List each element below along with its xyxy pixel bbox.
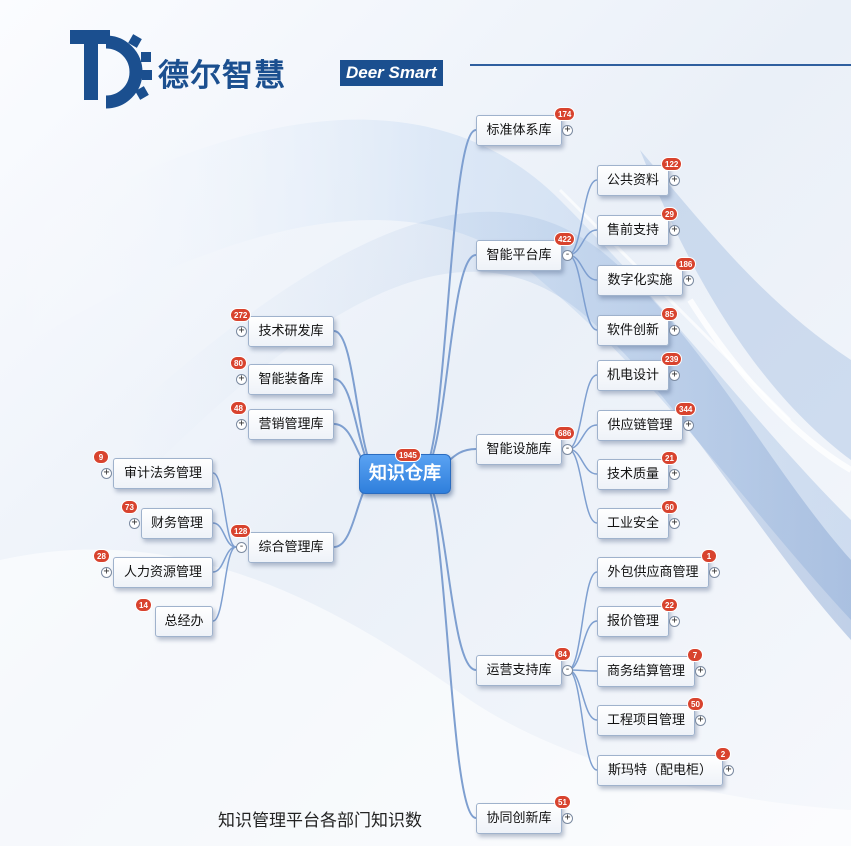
connector-line bbox=[333, 330, 381, 475]
expand-toggle-icon[interactable]: + bbox=[683, 275, 694, 286]
connector-line bbox=[567, 620, 598, 671]
branch-node-yunying[interactable]: 运营支持库 bbox=[476, 655, 562, 686]
expand-toggle-icon[interactable]: + bbox=[669, 325, 680, 336]
expand-toggle-icon[interactable]: + bbox=[695, 666, 706, 677]
leaf-node-renli[interactable]: 人力资源管理 bbox=[113, 557, 213, 588]
expand-toggle-icon[interactable]: + bbox=[101, 567, 112, 578]
expand-toggle-icon[interactable]: + bbox=[669, 225, 680, 236]
leaf-node-zhiliang[interactable]: 技术质量 bbox=[597, 459, 669, 490]
collapse-toggle-icon[interactable]: - bbox=[236, 542, 247, 553]
expand-toggle-icon[interactable]: + bbox=[669, 175, 680, 186]
brand-name-en: Deer Smart bbox=[340, 60, 443, 86]
expand-toggle-icon[interactable]: + bbox=[129, 518, 140, 529]
count-badge: 50 bbox=[687, 697, 704, 711]
count-badge: 239 bbox=[661, 352, 683, 366]
count-badge: 29 bbox=[661, 207, 678, 221]
leaf-node-gonggong[interactable]: 公共资料 bbox=[597, 165, 669, 196]
leaf-node-zongjingban[interactable]: 总经办 bbox=[155, 606, 213, 637]
expand-toggle-icon[interactable]: + bbox=[669, 370, 680, 381]
expand-toggle-icon[interactable]: + bbox=[723, 765, 734, 776]
diagram-caption: 知识管理平台各部门知识数 bbox=[218, 811, 422, 831]
leaf-node-gongcheng[interactable]: 工程项目管理 bbox=[597, 705, 695, 736]
expand-toggle-icon[interactable]: + bbox=[236, 326, 247, 337]
branch-node-xietong[interactable]: 协同创新库 bbox=[476, 803, 562, 834]
leaf-node-anquan[interactable]: 工业安全 bbox=[597, 508, 669, 539]
leaf-node-simate[interactable]: 斯玛特（配电柜） bbox=[597, 755, 723, 786]
connector-line bbox=[419, 129, 477, 475]
leaf-node-waibao[interactable]: 外包供应商管理 bbox=[597, 557, 709, 588]
branch-node-pingtai[interactable]: 智能平台库 bbox=[476, 240, 562, 271]
count-badge: 422 bbox=[554, 232, 576, 246]
count-badge: 21 bbox=[661, 451, 678, 465]
count-badge: 686 bbox=[554, 426, 576, 440]
count-badge: 174 bbox=[554, 107, 576, 121]
leaf-node-jidian[interactable]: 机电设计 bbox=[597, 360, 669, 391]
connector-line bbox=[567, 571, 598, 671]
expand-toggle-icon[interactable]: + bbox=[669, 469, 680, 480]
count-badge: 128 bbox=[230, 524, 252, 538]
count-badge: 48 bbox=[230, 401, 247, 415]
count-badge: 22 bbox=[661, 598, 678, 612]
expand-toggle-icon[interactable]: + bbox=[669, 518, 680, 529]
branch-node-yingxiao[interactable]: 营销管理库 bbox=[248, 409, 334, 440]
count-badge: 84 bbox=[554, 647, 571, 661]
count-badge: 60 bbox=[661, 500, 678, 514]
connector-line bbox=[419, 254, 477, 475]
count-badge: 122 bbox=[661, 157, 683, 171]
leaf-node-jiesuan[interactable]: 商务结算管理 bbox=[597, 656, 695, 687]
brand-name-cn: 德尔智慧 bbox=[158, 58, 286, 94]
count-badge: 9 bbox=[93, 450, 109, 464]
leaf-node-ruanjian[interactable]: 软件创新 bbox=[597, 315, 669, 346]
expand-toggle-icon[interactable]: + bbox=[669, 616, 680, 627]
count-badge: 186 bbox=[675, 257, 697, 271]
count-badge: 85 bbox=[661, 307, 678, 321]
connector-line bbox=[212, 472, 237, 548]
connector-line bbox=[212, 546, 237, 622]
branch-node-biaozhun[interactable]: 标准体系库 bbox=[476, 115, 562, 146]
connector-line bbox=[567, 669, 598, 771]
expand-toggle-icon[interactable]: + bbox=[562, 813, 573, 824]
company-logo: 德尔智慧 Deer Smart bbox=[68, 22, 448, 114]
expand-toggle-icon[interactable]: + bbox=[236, 374, 247, 385]
leaf-node-baojia[interactable]: 报价管理 bbox=[597, 606, 669, 637]
leaf-node-gongying[interactable]: 供应链管理 bbox=[597, 410, 683, 441]
root-count-badge: 1945 bbox=[395, 448, 421, 462]
expand-toggle-icon[interactable]: + bbox=[683, 420, 694, 431]
expand-toggle-icon[interactable]: + bbox=[562, 125, 573, 136]
count-badge: 14 bbox=[135, 598, 152, 612]
branch-node-sheshi[interactable]: 智能设施库 bbox=[476, 434, 562, 465]
branch-node-zonghe[interactable]: 综合管理库 bbox=[248, 532, 334, 563]
connector-line bbox=[212, 522, 237, 548]
expand-toggle-icon[interactable]: + bbox=[709, 567, 720, 578]
branch-node-jishu[interactable]: 技术研发库 bbox=[248, 316, 334, 347]
collapse-toggle-icon[interactable]: - bbox=[562, 665, 573, 676]
header-divider bbox=[470, 64, 851, 66]
count-badge: 80 bbox=[230, 356, 247, 370]
leaf-node-caiwu[interactable]: 财务管理 bbox=[141, 508, 213, 539]
deer-smart-logo-icon bbox=[70, 30, 152, 109]
connector-line bbox=[419, 473, 477, 819]
count-badge: 28 bbox=[93, 549, 110, 563]
count-badge: 51 bbox=[554, 795, 571, 809]
count-badge: 1 bbox=[701, 549, 717, 563]
leaf-node-shouqian[interactable]: 售前支持 bbox=[597, 215, 669, 246]
connector-line bbox=[567, 669, 598, 721]
collapse-toggle-icon[interactable]: - bbox=[562, 250, 573, 261]
expand-toggle-icon[interactable]: + bbox=[695, 715, 706, 726]
leaf-node-shenji[interactable]: 审计法务管理 bbox=[113, 458, 213, 489]
count-badge: 344 bbox=[675, 402, 697, 416]
expand-toggle-icon[interactable]: + bbox=[101, 468, 112, 479]
count-badge: 272 bbox=[230, 308, 252, 322]
branch-node-zhuangbei[interactable]: 智能装备库 bbox=[248, 364, 334, 395]
collapse-toggle-icon[interactable]: - bbox=[562, 444, 573, 455]
count-badge: 73 bbox=[121, 500, 138, 514]
count-badge: 2 bbox=[715, 747, 731, 761]
expand-toggle-icon[interactable]: + bbox=[236, 419, 247, 430]
leaf-node-shuzihua[interactable]: 数字化实施 bbox=[597, 265, 683, 296]
count-badge: 7 bbox=[687, 648, 703, 662]
